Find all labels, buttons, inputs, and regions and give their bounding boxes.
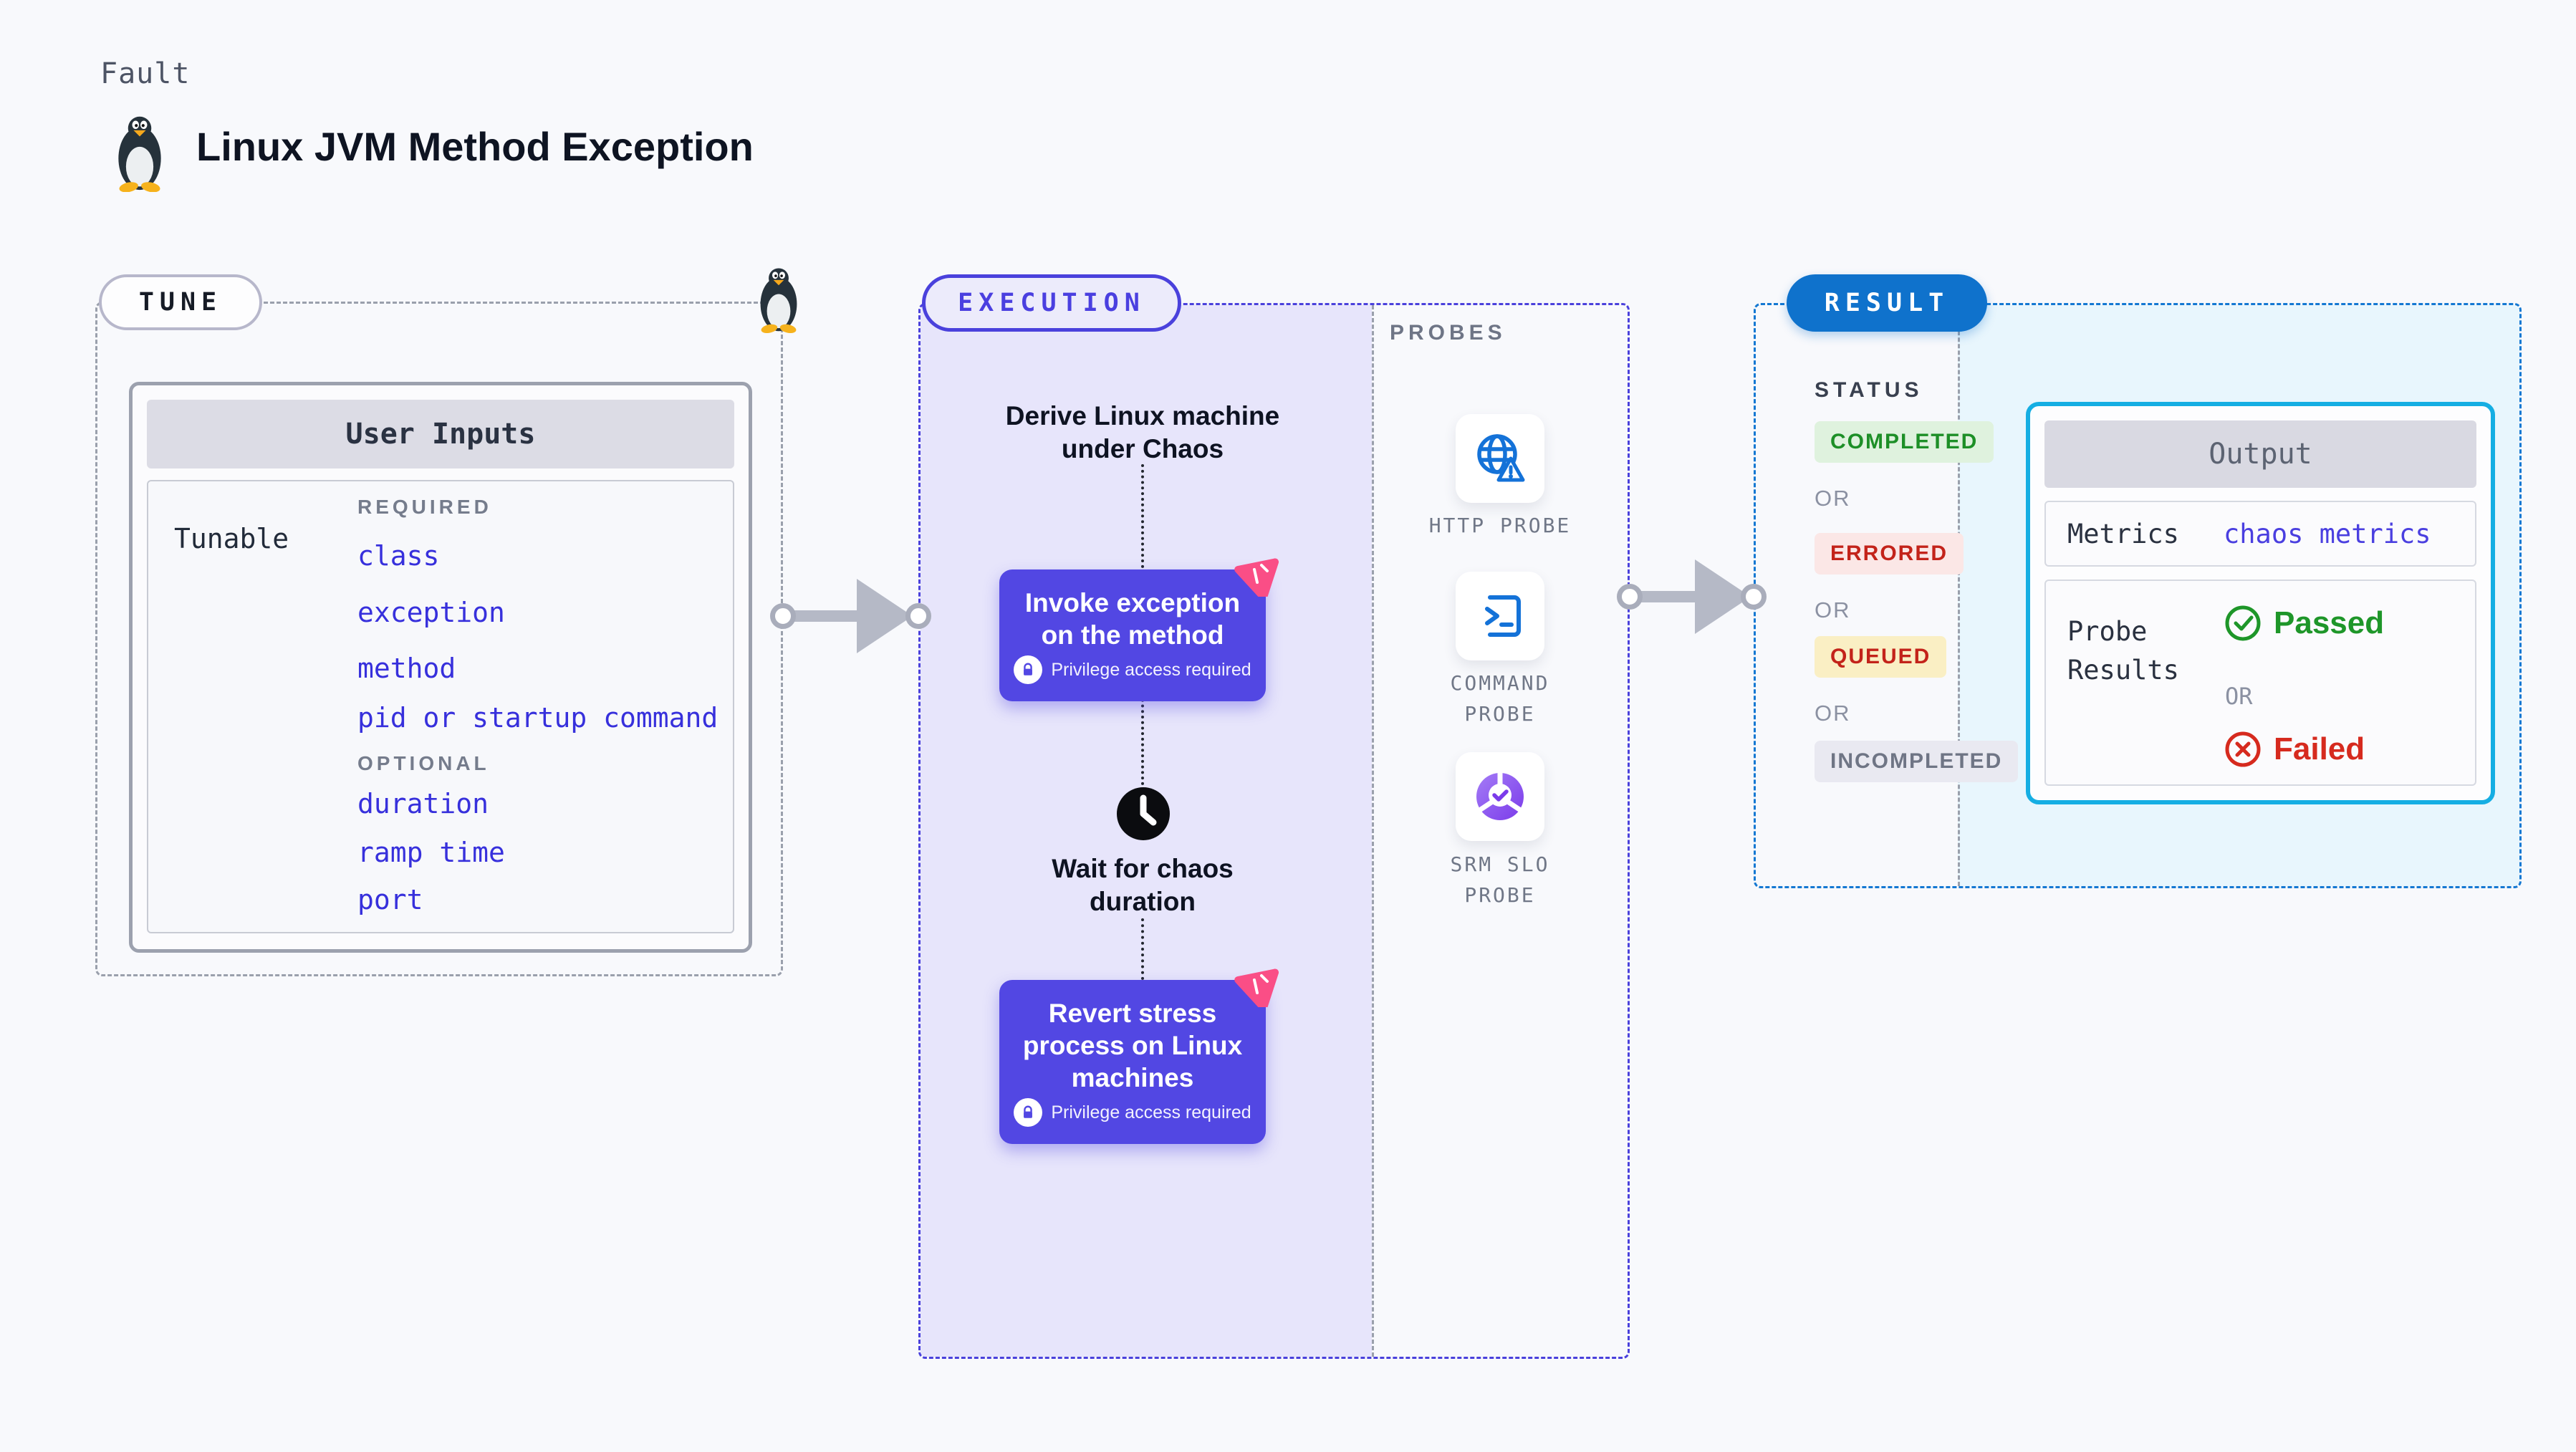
connector-arrowhead-1 [857,579,913,653]
status-badge-queued: QUEUED [1815,636,1947,678]
revert-stress-node[interactable]: Revert stress process on Linux machines … [999,968,1279,1145]
derive-step-text: Derive Linux machine under Chaos [1005,401,1280,464]
metrics-row: Metrics chaos metrics [2044,501,2476,567]
param-link-method[interactable]: method [357,653,456,684]
param-link-class[interactable]: class [357,540,440,572]
clock-icon [1116,787,1171,841]
status-divider [1958,305,1960,886]
invoke-exception-node[interactable]: Invoke exception on the method Privilege… [999,558,1279,702]
connector-line-2 [1635,591,1714,602]
flow-dotted-line-2 [1141,693,1144,785]
execution-pill: EXECUTION [922,274,1181,332]
http-probe-label: HTTP PROBE [1428,514,1572,537]
tune-pill: TUNE [99,274,262,330]
linux-tux-icon-small [760,268,797,333]
tunable-row-label: Tunable [174,523,289,554]
srm-slo-probe-label: SRM SLO PROBE [1450,852,1550,908]
fault-kind-label: Fault [100,57,191,90]
status-header: STATUS [1815,378,1923,402]
slo-donut-icon [1476,771,1524,820]
probe-results-label: Probe Results [2067,616,2179,686]
failed-label: Failed [2274,731,2365,766]
terminal-icon [1485,595,1521,637]
connector-port-tune-out [770,603,796,629]
probes-divider [1372,305,1374,1357]
or-label: OR [1815,597,1851,622]
param-link-duration[interactable]: duration [357,788,489,819]
chaos-logo-icon [1234,968,1279,1007]
connector-port-result-in [1741,584,1767,610]
page-title: Linux JVM Method Exception [196,124,754,169]
failed-x-icon [2225,731,2261,767]
param-link-pid-or-startup-command[interactable]: pid or startup command [357,702,719,734]
metrics-label: Metrics [2067,518,2179,549]
user-inputs-title: User Inputs [147,400,734,468]
linux-tux-icon [118,116,161,192]
lock-icon [1014,655,1043,685]
optional-header: OPTIONAL [357,752,490,774]
user-inputs-card: User Inputs Tunable REQUIRED class excep… [129,382,752,953]
result-section: STATUS COMPLETED OR ERRORED OR QUEUED OR… [1754,303,2522,888]
output-card: Output Metrics chaos metrics Probe Resul… [2026,402,2495,804]
output-title: Output [2044,420,2476,488]
chaos-metrics-link[interactable]: chaos metrics [2224,518,2431,549]
or-label: OR [2225,683,2253,710]
passed-check-icon [2225,605,2261,641]
result-pill: RESULT [1787,274,1987,332]
status-badge-errored: ERRORED [1815,533,1964,574]
status-badge-incompleted: INCOMPLETED [1815,741,2019,782]
passed-label: Passed [2274,605,2385,640]
chaos-logo-icon [1234,558,1279,597]
connector-line-1 [788,610,875,622]
param-link-port[interactable]: port [357,884,423,915]
command-probe-card[interactable] [1456,572,1544,660]
or-label: OR [1815,486,1851,511]
probes-header: PROBES [1390,321,1506,345]
tune-section [95,302,783,976]
http-probe-card[interactable] [1456,414,1544,503]
wait-step-text: Wait for chaos duration [1052,854,1234,917]
privilege-badge-text: Privilege access required [1051,659,1251,680]
flow-dotted-line-1 [1141,464,1144,568]
user-inputs-body: Tunable REQUIRED class exception method … [147,480,734,933]
command-probe-label: COMMAND PROBE [1450,671,1550,726]
param-link-ramp-time[interactable]: ramp time [357,837,505,868]
invoke-node-title: Invoke exception on the method [1024,588,1241,650]
globe-alert-icon [1477,434,1525,482]
srm-slo-probe-card[interactable] [1456,752,1544,841]
privilege-badge-text: Privilege access required [1051,1102,1251,1122]
connector-port-exec-in [905,603,931,629]
probe-results-row: Probe Results Passed OR Failed [2044,580,2476,786]
status-badge-completed: COMPLETED [1815,421,1994,463]
param-link-exception[interactable]: exception [357,597,505,628]
flow-dotted-line-3 [1141,918,1144,980]
required-header: REQUIRED [357,496,492,518]
revert-node-title: Revert stress process on Linux machines [1022,999,1243,1093]
connector-port-exec-out [1617,584,1643,610]
lock-icon [1014,1098,1043,1128]
or-label: OR [1815,701,1851,726]
